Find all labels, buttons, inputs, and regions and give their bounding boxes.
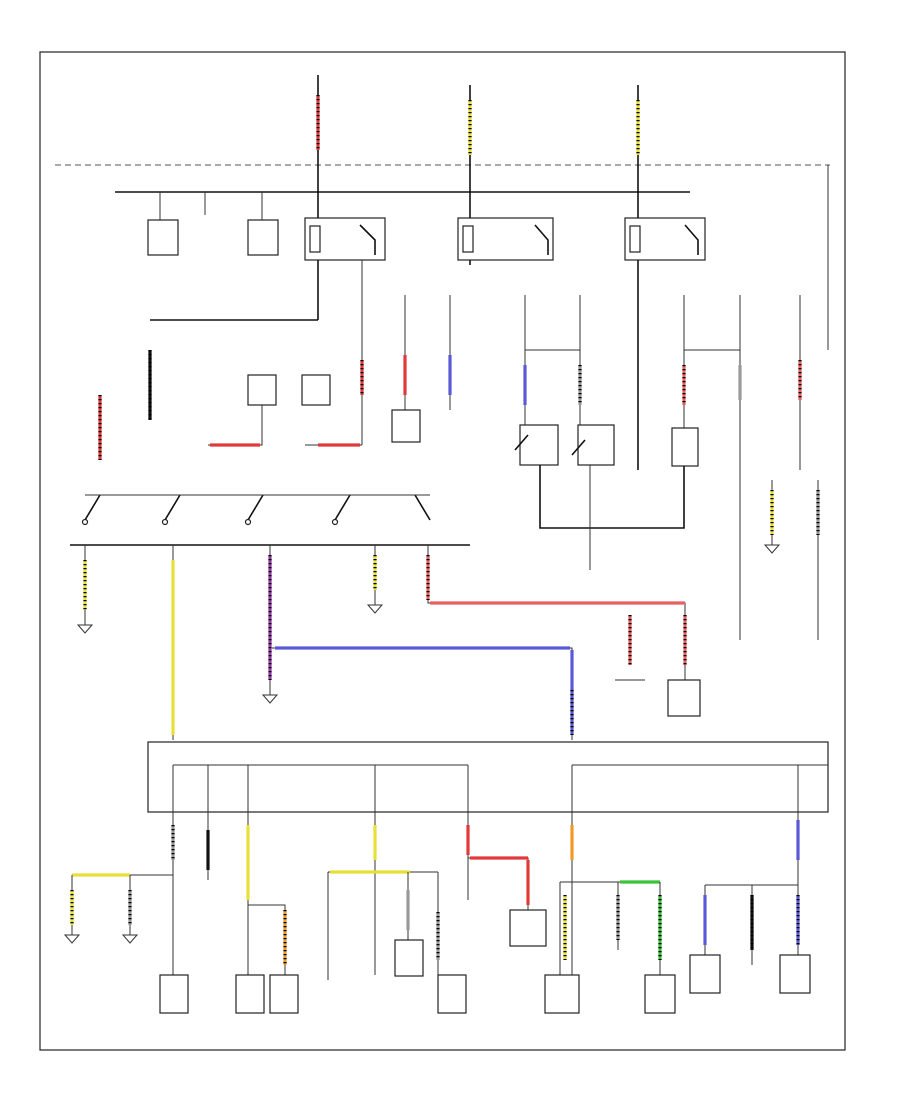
relay-2 [457,217,554,261]
fuse-box-a [147,219,179,256]
bottom-components [63,909,811,1014]
switch-row [81,494,431,526]
fuse-box-b [247,219,279,256]
relay-main [304,217,386,261]
component-box-3 [391,409,421,443]
component-box-1 [247,374,277,406]
lower-feed-wires [83,545,687,740]
bottom-wires [70,820,800,980]
component-box-5 [667,679,701,717]
component-box-2 [301,374,331,406]
diagram-frame [39,51,846,1051]
middle-wires [98,350,802,460]
lower-fuse-block [147,741,829,813]
relay-3 [624,217,706,261]
relay-pair [514,424,615,466]
component-box-4 [671,427,699,467]
